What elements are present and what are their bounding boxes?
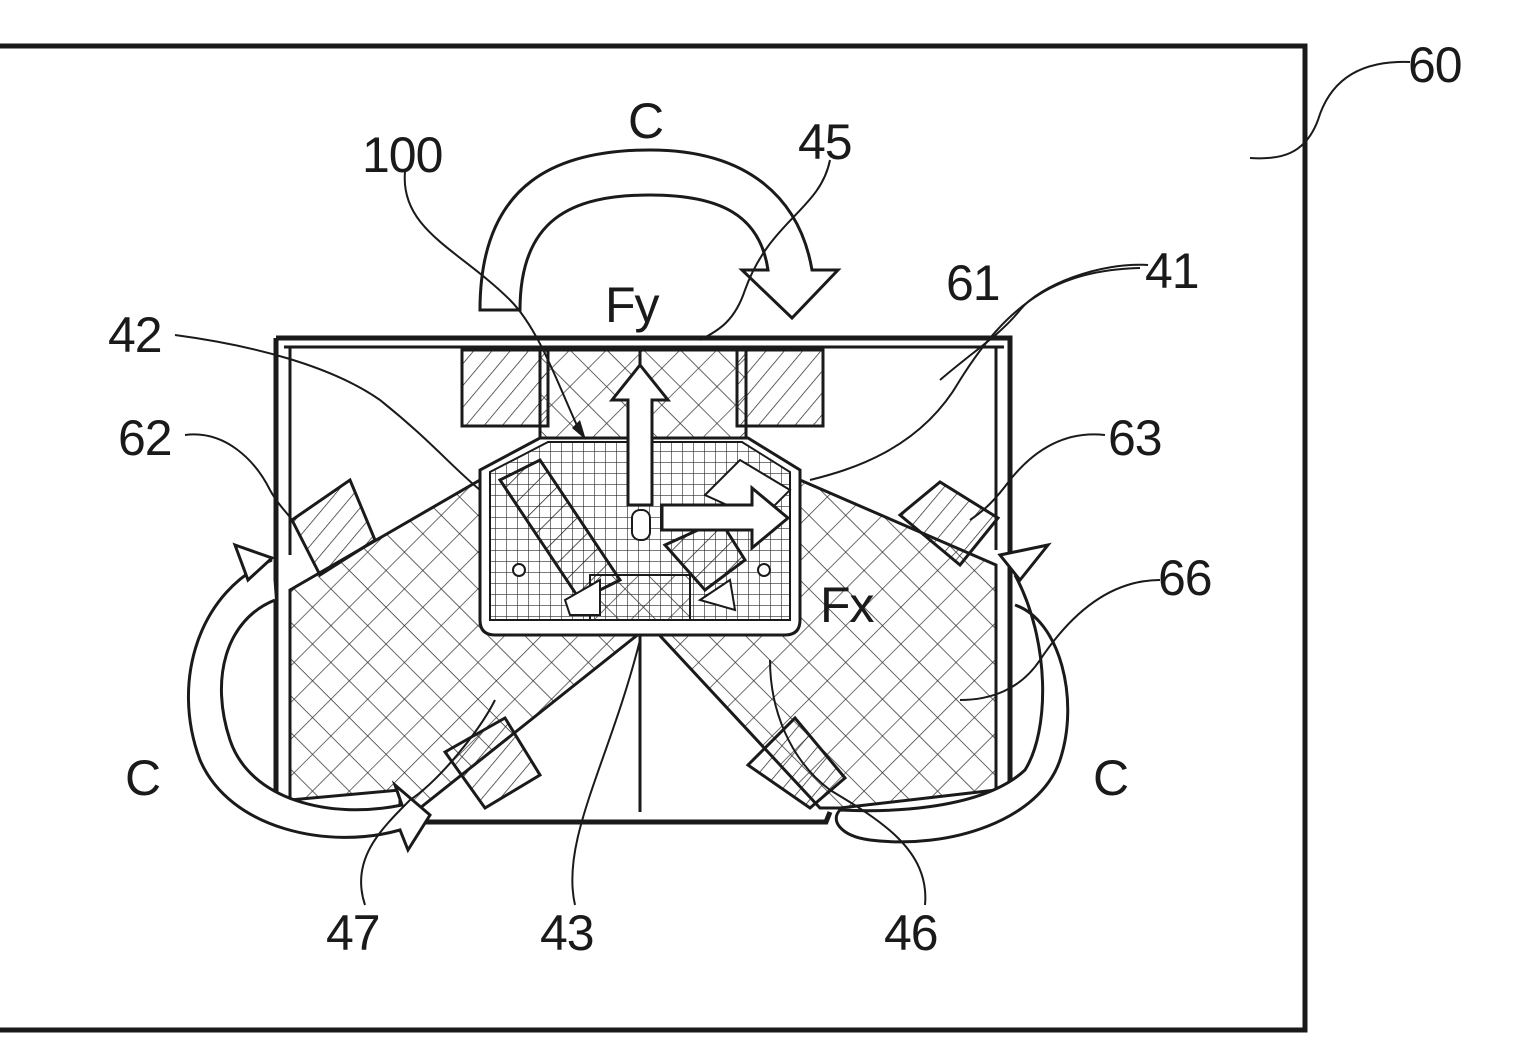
label-ref-100: 100 bbox=[362, 130, 442, 180]
label-ref-41: 41 bbox=[1145, 246, 1199, 296]
label-inner-frame: 61 bbox=[946, 258, 1000, 308]
label-outer-frame: 60 bbox=[1408, 40, 1462, 90]
label-force-x: Fx bbox=[820, 580, 874, 630]
label-magnet-right: 63 bbox=[1108, 413, 1162, 463]
label-ref-46: 46 bbox=[884, 908, 938, 958]
label-ref-43: 43 bbox=[540, 908, 594, 958]
label-ref-45: 45 bbox=[798, 117, 852, 167]
label-rotation-top: C bbox=[628, 96, 663, 146]
label-mover-region: 66 bbox=[1158, 553, 1212, 603]
label-rotation-right: C bbox=[1093, 753, 1128, 803]
label-force-y: Fy bbox=[605, 280, 659, 330]
rotation-arrow-top bbox=[480, 150, 838, 318]
label-ref-42: 42 bbox=[108, 310, 162, 360]
label-magnet-left: 62 bbox=[118, 413, 172, 463]
label-rotation-left: C bbox=[125, 753, 160, 803]
label-ref-47: 47 bbox=[326, 908, 380, 958]
